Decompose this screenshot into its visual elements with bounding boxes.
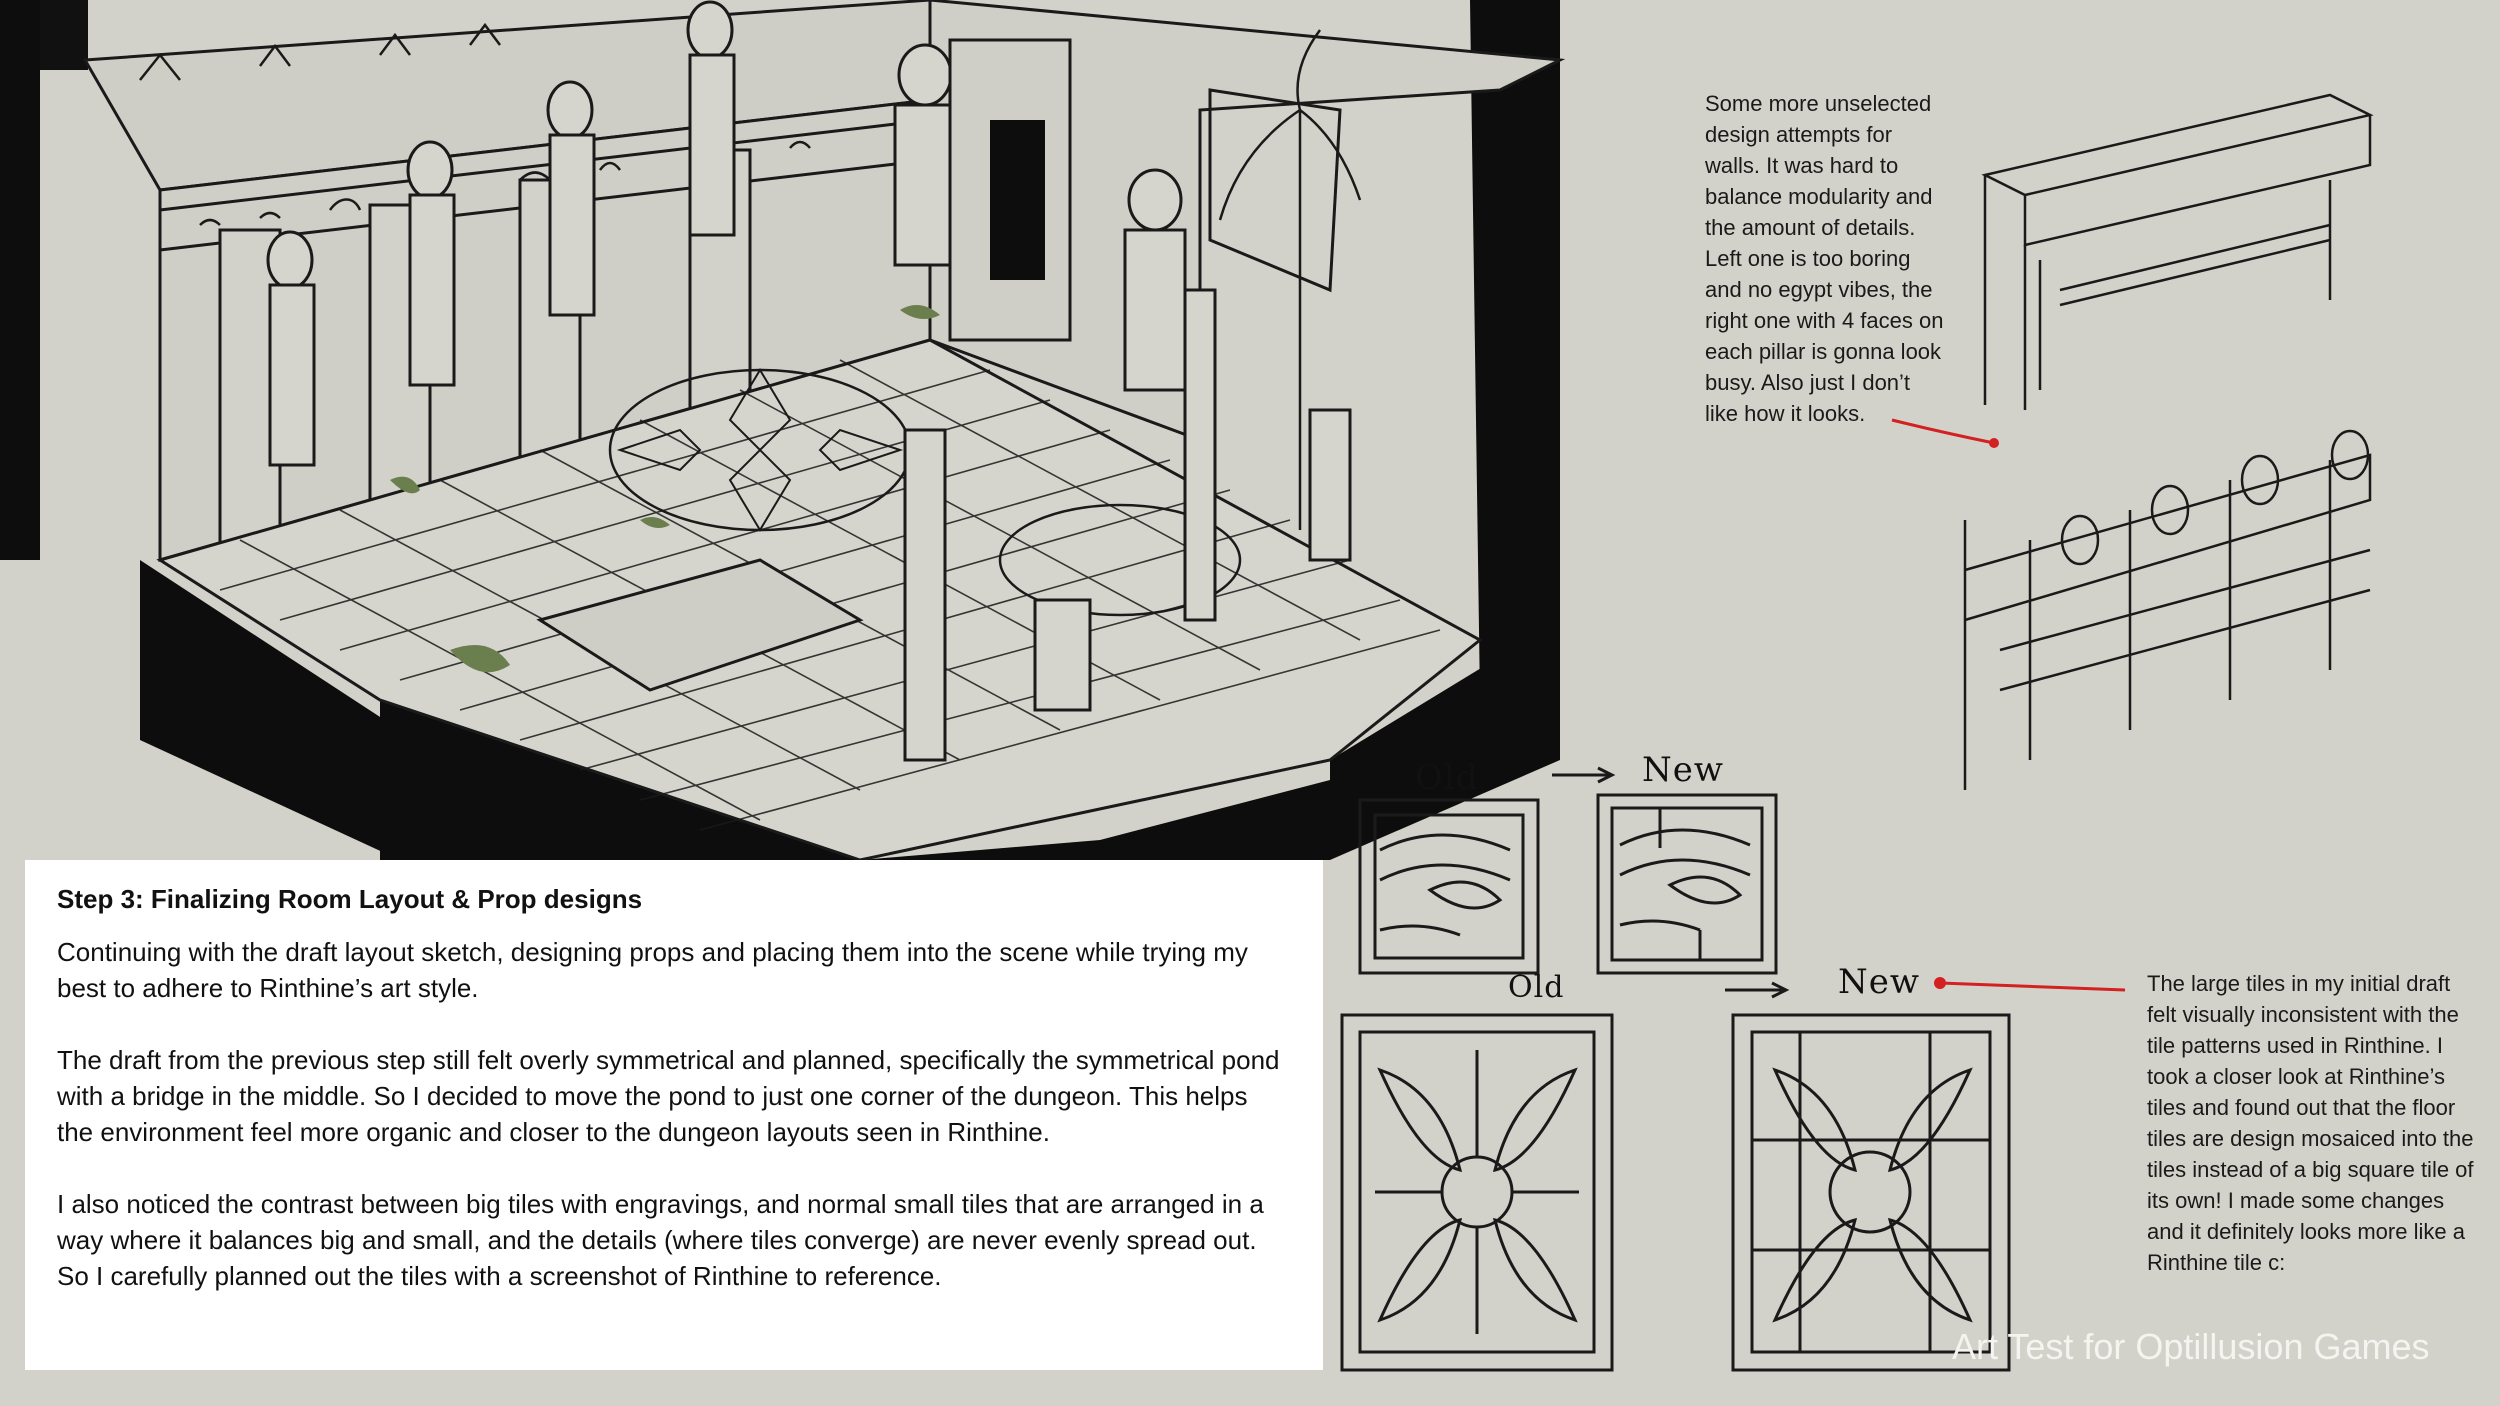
footer-credit: Art Test for Optillusion Games: [1952, 1326, 2430, 1367]
description-panel: Step 3: Finalizing Room Layout & Prop de…: [25, 860, 1323, 1370]
new-large-label: New: [1838, 962, 1920, 1002]
moss-patches: [390, 305, 940, 673]
doorway: [990, 120, 1045, 280]
right-void: [1470, 0, 1560, 700]
new-large-tile: [1731, 1013, 2011, 1372]
walls-note: Some more unselected design attempts for…: [1705, 91, 1944, 426]
panel-heading: Step 3: Finalizing Room Layout & Prop de…: [57, 884, 643, 914]
new-small-label: New: [1642, 750, 1724, 790]
wall-design-sketches: [1963, 93, 2374, 790]
old-large-tile: [1340, 1013, 1614, 1372]
tiles-note: The large tiles in my initial draft felt…: [2147, 971, 2474, 1275]
left-void: [140, 560, 400, 860]
panel-paragraph-1: Continuing with the draft layout sketch,…: [57, 937, 1248, 1003]
panel-paragraph-2: The draft from the previous step still f…: [57, 1045, 1280, 1147]
old-small-tile: [1358, 798, 1540, 975]
new-small-tile: [1596, 793, 1778, 975]
old-small-label: Old: [1415, 758, 1479, 798]
panel-paragraph-3: I also noticed the contrast between big …: [57, 1189, 1264, 1291]
annotation-lines: [1891, 418, 2126, 992]
pond: [536, 558, 864, 692]
old-large-label: Old: [1508, 970, 1565, 1005]
